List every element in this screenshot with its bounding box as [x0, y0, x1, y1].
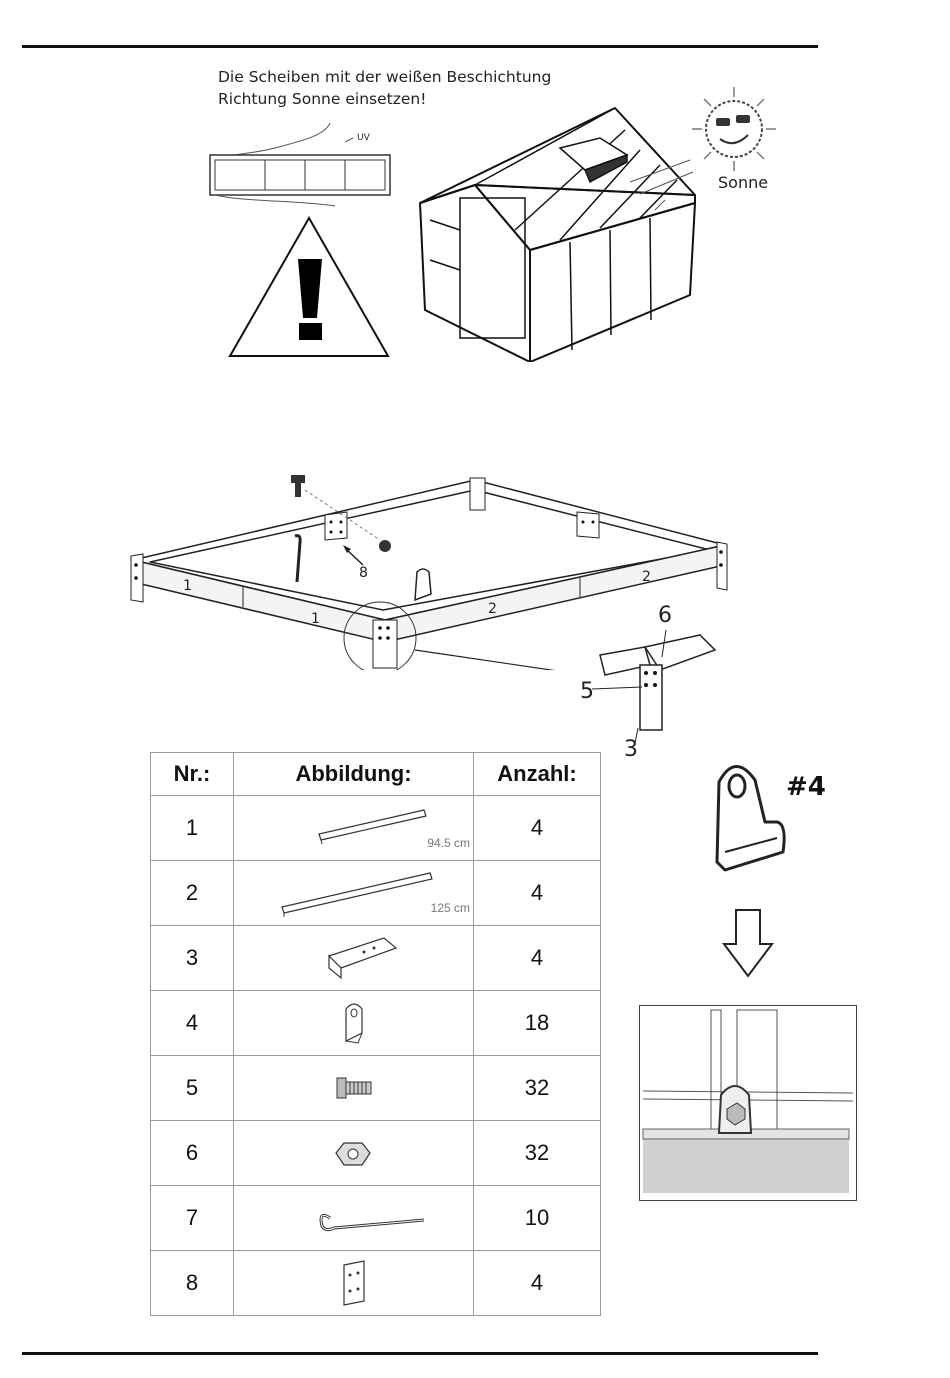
- part-number: 3: [151, 926, 234, 991]
- part-dimension: 94.5 cm: [427, 836, 470, 850]
- arrow-down-icon: [722, 908, 774, 978]
- sun-icon: [686, 85, 782, 175]
- plate-icon: [234, 1251, 474, 1315]
- part-quantity: 10: [474, 1186, 601, 1251]
- table-header-row: Nr.: Abbildung: Anzahl:: [151, 753, 601, 796]
- rail-label-1-left: 1: [183, 578, 192, 594]
- bottom-rule: [22, 1352, 818, 1355]
- part-quantity: 4: [474, 926, 601, 991]
- table-row: 4 18: [151, 991, 601, 1056]
- table-row: 5 32: [151, 1056, 601, 1121]
- sun-label: Sonne: [718, 173, 768, 192]
- notice-line-1: Die Scheiben mit der weißen Beschichtung: [218, 66, 551, 88]
- greenhouse-illustration: [415, 100, 705, 362]
- nut-icon: [234, 1121, 474, 1185]
- ground-hook-icon: [234, 1186, 474, 1250]
- uv-panel-illustration: [205, 120, 405, 210]
- bolt-icon: [234, 1056, 474, 1120]
- part-quantity: 4: [474, 1251, 601, 1316]
- table-row: 6 32: [151, 1121, 601, 1186]
- rail-label-2-right: 2: [642, 569, 651, 585]
- part-number: 2: [151, 861, 234, 926]
- header-illustration: Abbildung:: [234, 753, 474, 796]
- part-number: 6: [151, 1121, 234, 1186]
- callout-3: 3: [624, 737, 638, 762]
- callout-8: 8: [359, 565, 368, 581]
- table-row: 2 125 cm 4: [151, 861, 601, 926]
- part-quantity: 32: [474, 1121, 601, 1186]
- clip-detail-tag: #4: [786, 772, 826, 802]
- clip-detail-icon: [705, 752, 790, 877]
- rail-label-1-front: 1: [311, 611, 320, 627]
- callout-6: 6: [658, 603, 672, 628]
- part-number: 7: [151, 1186, 234, 1251]
- part-quantity: 4: [474, 861, 601, 926]
- table-row: 3 4: [151, 926, 601, 991]
- corner-detail: [590, 625, 720, 745]
- top-rule: [22, 45, 818, 48]
- part-dimension: 125 cm: [431, 901, 470, 915]
- table-row: 8 4: [151, 1251, 601, 1316]
- clip-icon: [234, 991, 474, 1055]
- part-quantity: 4: [474, 796, 601, 861]
- table-row: 1 94.5 cm 4: [151, 796, 601, 861]
- part-number: 8: [151, 1251, 234, 1316]
- parts-table: Nr.: Abbildung: Anzahl: 1 94.5 cm 4 2: [150, 752, 601, 1316]
- rail-label-2-front: 2: [488, 601, 497, 617]
- part-number: 5: [151, 1056, 234, 1121]
- callout-5: 5: [580, 679, 594, 704]
- short-rail-icon: [234, 796, 474, 860]
- part-number: 4: [151, 991, 234, 1056]
- installed-clip-illustration: [639, 1005, 857, 1201]
- uv-label: UV: [357, 133, 370, 143]
- warning-icon: [226, 215, 392, 360]
- part-quantity: 18: [474, 991, 601, 1056]
- long-rail-icon: [234, 861, 474, 925]
- header-nr: Nr.:: [151, 753, 234, 796]
- table-row: 7 10: [151, 1186, 601, 1251]
- part-quantity: 32: [474, 1056, 601, 1121]
- part-number: 1: [151, 796, 234, 861]
- angle-bracket-icon: [234, 926, 474, 990]
- header-quantity: Anzahl:: [474, 753, 601, 796]
